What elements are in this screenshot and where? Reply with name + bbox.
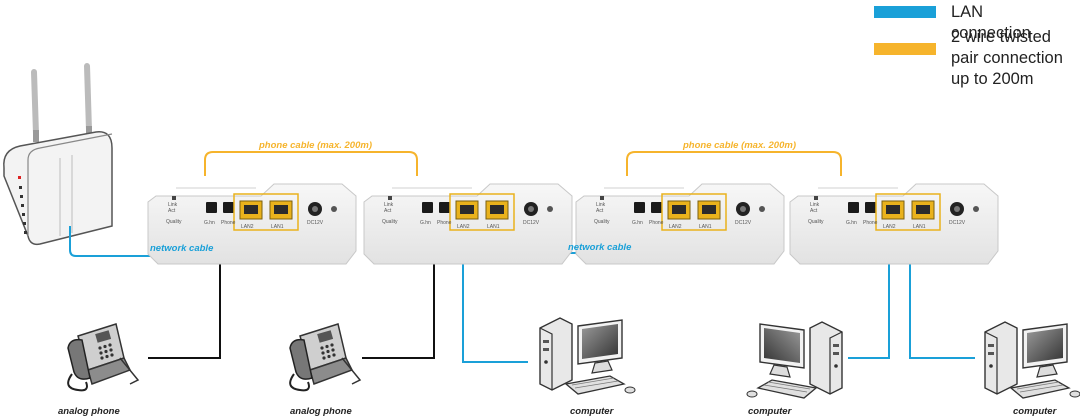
port-label-act: Act (168, 208, 176, 214)
port-label-dc12v: DC12V (949, 220, 966, 226)
computer-caption: computer (1013, 406, 1058, 417)
router-led-icon (18, 176, 27, 234)
port-label-phone: Phone (863, 220, 878, 226)
port-label-lan2: LAN2 (883, 224, 896, 230)
analog-phone-icon (289, 323, 361, 392)
port-label-lan2: LAN2 (457, 224, 470, 230)
legend-label-twisted-pair: 2 wire twisted pair connection up to 200… (951, 28, 1063, 88)
port-label-ghn: G.hn (420, 220, 431, 226)
network-cable-caption: network cable (568, 242, 632, 253)
port-label-quality: Quality (382, 219, 398, 225)
port-label-phone: Phone (221, 220, 236, 226)
port-label-link: Link (384, 202, 394, 208)
computer-icon (746, 321, 843, 399)
analog-phone-caption: analog phone (58, 406, 120, 417)
computer-caption: computer (570, 406, 615, 417)
router-antenna (31, 63, 92, 142)
legend-label-lan: LAN connection (951, 3, 1031, 42)
phone-cable-caption: phone cable (max. 200m) (682, 140, 796, 151)
port-label-lan1: LAN1 (913, 224, 926, 230)
port-label-quality: Quality (166, 219, 182, 225)
port-label-lan2: LAN2 (241, 224, 254, 230)
lan-cable-line (462, 222, 975, 363)
port-label-phone: Phone (649, 220, 664, 226)
port-label-act: Act (810, 208, 818, 214)
port-label-ghn: G.hn (846, 220, 857, 226)
port-label-link: Link (596, 202, 606, 208)
port-label-link: Link (168, 202, 178, 208)
port-label-dc12v: DC12V (523, 220, 540, 226)
port-label-quality: Quality (808, 219, 824, 225)
port-label-ghn: G.hn (632, 220, 643, 226)
computer-caption: computer (748, 406, 793, 417)
port-label-lan2: LAN2 (669, 224, 682, 230)
analog-phone-icon (67, 323, 139, 392)
port-label-lan1: LAN1 (487, 224, 500, 230)
computer-icon (539, 317, 636, 395)
phone-wire-line (148, 228, 435, 359)
phone-cable-line (204, 151, 842, 176)
port-label-phone: Phone (437, 220, 452, 226)
port-label-link: Link (810, 202, 820, 208)
port-label-lan1: LAN1 (271, 224, 284, 230)
port-label-ghn: G.hn (204, 220, 215, 226)
legend-swatch-lan (874, 6, 936, 18)
port-label-act: Act (384, 208, 392, 214)
legend-swatch-twisted-pair (874, 43, 936, 55)
port-label-lan1: LAN1 (699, 224, 712, 230)
port-label-dc12v: DC12V (735, 220, 752, 226)
network-cable-caption: network cable (150, 243, 214, 254)
port-label-act: Act (596, 208, 604, 214)
phone-cable-caption: phone cable (max. 200m) (258, 140, 372, 151)
analog-phone-caption: analog phone (290, 406, 352, 417)
port-label-dc12v: DC12V (307, 220, 324, 226)
computer-icon (984, 321, 1080, 399)
port-label-quality: Quality (594, 219, 610, 225)
router (3, 63, 113, 246)
